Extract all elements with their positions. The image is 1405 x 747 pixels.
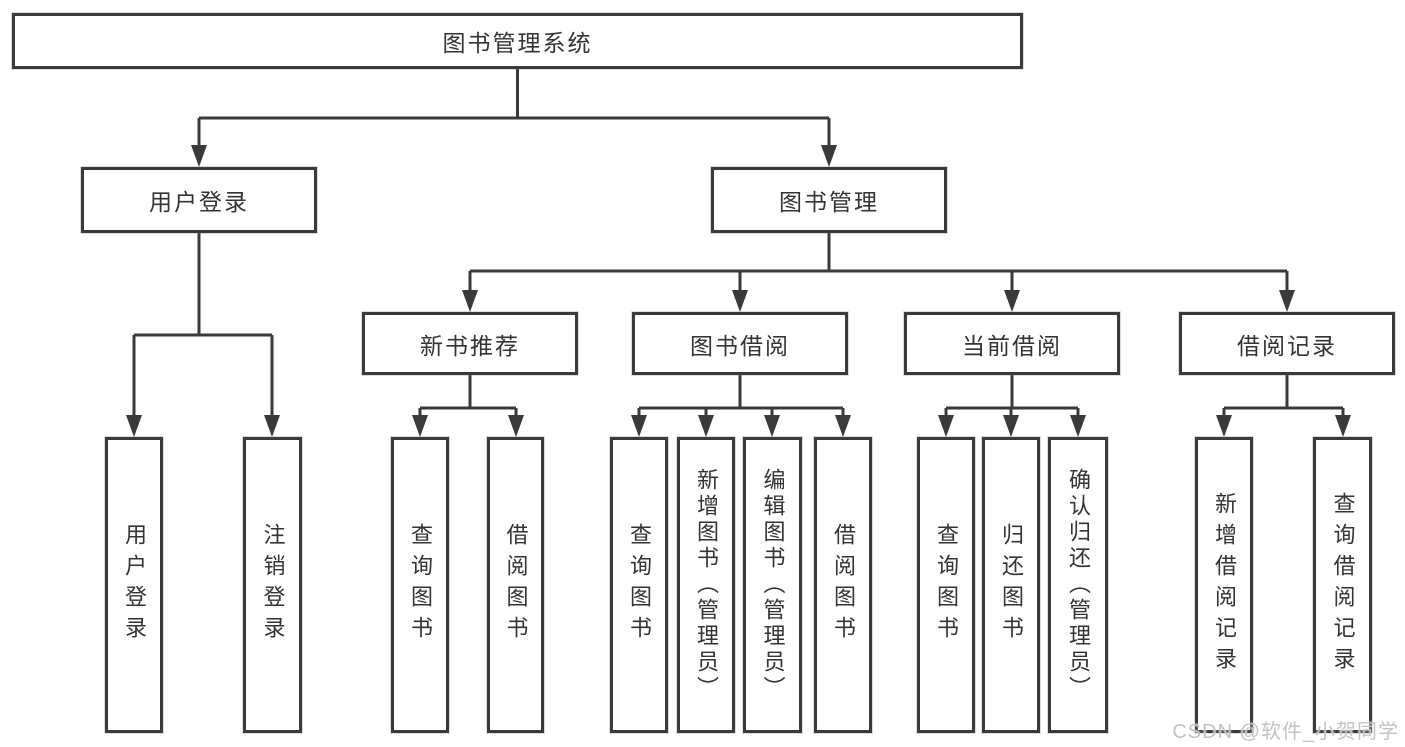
arrowhead bbox=[938, 415, 954, 437]
leaf-user-login: 用户登录 bbox=[105, 437, 163, 733]
node-user-login: 用户登录 bbox=[81, 167, 317, 233]
leaf-bb-query-books: 查询图书 bbox=[610, 437, 668, 733]
arrowhead bbox=[126, 415, 142, 437]
connector-borrow-records-split bbox=[1216, 375, 1351, 437]
node-root: 图书管理系统 bbox=[12, 13, 1023, 69]
leaf-logout-label: 注销登录 bbox=[260, 523, 286, 647]
arrowhead bbox=[1279, 290, 1295, 312]
connector-user-login-split bbox=[126, 233, 280, 437]
leaf-nb-borrow-books-label: 借阅图书 bbox=[503, 523, 529, 647]
node-book-borrowing-label: 图书借阅 bbox=[690, 332, 790, 359]
leaf-br-add-record: 新增借阅记录 bbox=[1195, 437, 1253, 733]
arrowhead bbox=[1216, 415, 1232, 437]
leaf-bb-query-books-label: 查询图书 bbox=[627, 523, 652, 647]
node-new-book-recommend: 新书推荐 bbox=[362, 312, 578, 375]
arrowhead bbox=[835, 415, 851, 437]
arrowhead bbox=[1335, 415, 1351, 437]
leaf-nb-query-books-label: 查询图书 bbox=[408, 523, 433, 647]
node-borrowing-records-label: 借阅记录 bbox=[1237, 332, 1337, 359]
leaf-cb-query-books: 查询图书 bbox=[917, 437, 975, 733]
node-root-label: 图书管理系统 bbox=[442, 30, 593, 56]
leaf-bb-add-books: 新增图书（管理员） bbox=[677, 437, 735, 733]
leaf-bb-edit-books: 编辑图书（管理员） bbox=[743, 437, 802, 733]
arrowhead bbox=[264, 415, 280, 437]
connector-root-split bbox=[191, 69, 837, 167]
arrowhead bbox=[631, 415, 647, 437]
leaf-bb-add-books-label: 新增图书（管理员） bbox=[694, 468, 719, 702]
leaf-nb-borrow-books: 借阅图书 bbox=[487, 437, 544, 733]
connector-book-management-split bbox=[462, 233, 1295, 312]
connector-book-borrowing-split bbox=[631, 375, 851, 437]
leaf-logout: 注销登录 bbox=[243, 437, 302, 733]
node-current-borrowing-label: 当前借阅 bbox=[962, 332, 1062, 359]
leaf-nb-query-books: 查询图书 bbox=[391, 437, 449, 733]
node-new-book-recommend-label: 新书推荐 bbox=[420, 332, 520, 359]
arrowhead bbox=[412, 415, 428, 437]
arrowhead bbox=[508, 415, 524, 437]
leaf-bb-borrow-books-label: 借阅图书 bbox=[831, 523, 856, 647]
node-borrowing-records: 借阅记录 bbox=[1179, 312, 1395, 375]
arrowhead bbox=[732, 290, 748, 312]
leaf-br-query-record: 查询借阅记录 bbox=[1313, 437, 1372, 733]
node-book-management-label: 图书管理 bbox=[779, 189, 879, 215]
leaf-cb-query-books-label: 查询图书 bbox=[934, 523, 959, 647]
node-book-management: 图书管理 bbox=[711, 167, 947, 233]
node-book-borrowing: 图书借阅 bbox=[632, 312, 848, 375]
arrowhead bbox=[1003, 415, 1019, 437]
csdn-watermark: CSDN @软件_小贺同学 bbox=[1172, 721, 1399, 743]
node-current-borrowing: 当前借阅 bbox=[904, 312, 1120, 375]
arrowhead bbox=[1004, 290, 1020, 312]
arrowhead bbox=[1070, 415, 1086, 437]
leaf-user-login-label: 用户登录 bbox=[122, 523, 147, 647]
arrowhead bbox=[821, 145, 837, 167]
leaf-cb-confirm-return: 确认归还（管理员） bbox=[1048, 437, 1108, 733]
connector-new-book-split bbox=[412, 375, 524, 437]
leaf-br-add-record-label: 新增借阅记录 bbox=[1212, 492, 1237, 678]
leaf-cb-return-books: 归还图书 bbox=[982, 437, 1040, 733]
arrowhead bbox=[191, 145, 207, 167]
connector-current-borrowing-split bbox=[938, 375, 1086, 437]
leaf-br-query-record-label: 查询借阅记录 bbox=[1330, 492, 1356, 678]
arrowhead bbox=[698, 415, 714, 437]
leaf-bb-borrow-books: 借阅图书 bbox=[814, 437, 872, 733]
node-user-login-label: 用户登录 bbox=[149, 189, 249, 215]
leaf-bb-edit-books-label: 编辑图书（管理员） bbox=[760, 468, 786, 702]
arrowhead bbox=[764, 415, 780, 437]
leaf-cb-confirm-return-label: 确认归还（管理员） bbox=[1066, 468, 1091, 702]
leaf-cb-return-books-label: 归还图书 bbox=[999, 523, 1024, 647]
arrowhead bbox=[462, 290, 478, 312]
